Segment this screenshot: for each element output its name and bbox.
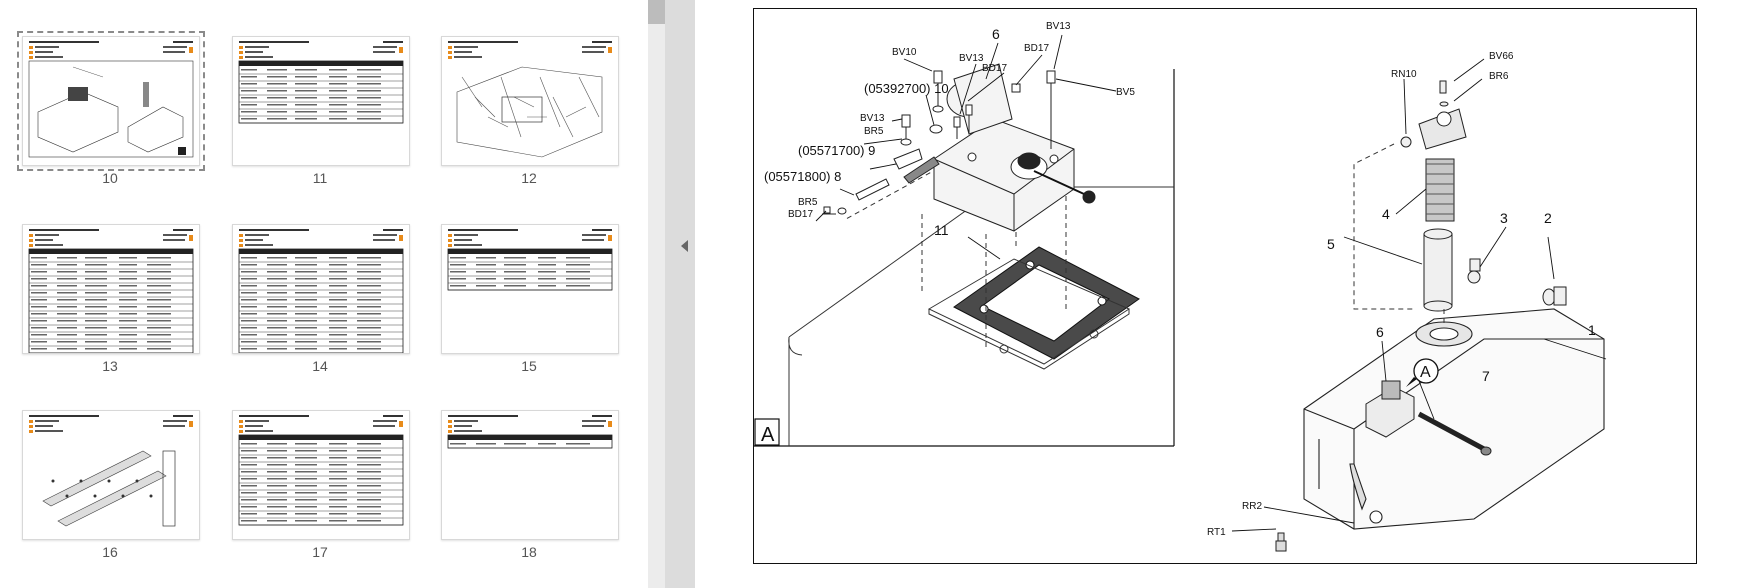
label-9: (05571700) 9: [798, 143, 875, 158]
label-4: 4: [1382, 206, 1390, 222]
label-11: 11: [934, 222, 949, 238]
page-thumbnail[interactable]: [232, 410, 410, 540]
assembly-guides-right: [1353, 143, 1445, 327]
leader-lines-inset: [815, 34, 1117, 260]
valve-body-part-6: [933, 63, 1096, 232]
label-7: 7: [1482, 368, 1490, 384]
label-bv13-top: BV13: [1046, 21, 1071, 32]
gasket-part-11: [953, 246, 1140, 360]
label-bd17-a: BD17: [982, 63, 1007, 74]
drain-plug: [1275, 532, 1287, 552]
label-bd17-c: BD17: [788, 209, 813, 220]
callout-a: A: [1406, 358, 1439, 387]
page-number-label: 17: [312, 544, 328, 560]
exploded-parts-drawing: A: [754, 21, 1607, 552]
page-number-label: 13: [102, 358, 118, 374]
base-plate: [927, 258, 1131, 370]
label-bd17-b: BD17: [1024, 43, 1049, 54]
thumbnail-preview: [238, 415, 404, 526]
label-bv10: BV10: [892, 47, 917, 58]
callout-a-letter: A: [1420, 364, 1431, 381]
page-thumbnail[interactable]: [17, 31, 205, 171]
thumbnail-preview: [447, 229, 613, 291]
fasteners-inset: [823, 70, 1056, 215]
thumbnail-scrollbar[interactable]: [648, 0, 665, 588]
thumbnail-preview: [238, 229, 404, 353]
label-bv13-left: BV13: [860, 113, 885, 124]
page-thumbnail[interactable]: [232, 224, 410, 354]
leader-lines-right: [1231, 58, 1607, 532]
label-rt1: RT1: [1207, 527, 1226, 538]
page-thumbnail[interactable]: [22, 410, 200, 540]
thumbnail-panel: 10 11 12 13 14 15 16 17 18: [0, 0, 648, 588]
document-page: A: [753, 8, 1697, 564]
thumbnail-preview: [238, 41, 404, 124]
page-number-label: 14: [312, 358, 328, 374]
main-labels: BV66 RN10 BR6 4 5 3 2 1 6 7 RR2 RT1: [1207, 51, 1596, 538]
label-5: 5: [1327, 236, 1335, 252]
thumbnail-preview: [28, 41, 194, 158]
fuel-tank-part-1: [1303, 308, 1605, 530]
page-number-label: 15: [521, 358, 537, 374]
label-10: (05392700) 10: [864, 81, 949, 96]
page-number-label: 10: [102, 170, 118, 186]
label-3: 3: [1500, 210, 1508, 226]
page-thumbnail[interactable]: [441, 224, 619, 354]
label-bv66: BV66: [1489, 51, 1514, 62]
label-8: (05571800) 8: [764, 169, 841, 184]
label-br5-a: BR5: [864, 126, 884, 137]
thumbnail-preview: [448, 41, 612, 158]
page-thumbnail[interactable]: [441, 410, 619, 540]
page-number-label: 12: [521, 170, 537, 186]
page-thumbnail[interactable]: [441, 36, 619, 166]
label-6a: 6: [992, 26, 1000, 42]
thumbnail-scrollbar-thumb[interactable]: [648, 0, 665, 24]
label-rr2: RR2: [1242, 501, 1262, 512]
label-bv13-mid: BV13: [959, 53, 984, 64]
page-number-label: 11: [312, 170, 328, 186]
thumbnail-preview: [28, 229, 194, 353]
label-br5-b: BR5: [798, 197, 818, 208]
valve-assembly-part-6b: [1365, 380, 1492, 456]
inset-frame: A: [754, 69, 1175, 447]
collapse-panel-arrow-icon[interactable]: [681, 240, 688, 252]
thumbnail-preview: [447, 415, 613, 449]
label-2: 2: [1544, 210, 1552, 226]
page-number-label: 18: [521, 544, 537, 560]
filter-assembly: [1400, 80, 1567, 312]
inset-labels: 6 BV13 BV10 BV13 BD17 BD17 BV5 (05392700…: [764, 21, 1135, 238]
label-br6: BR6: [1489, 71, 1509, 82]
page-thumbnail[interactable]: [22, 224, 200, 354]
label-bv5: BV5: [1116, 87, 1135, 98]
page-number-label: 16: [102, 544, 118, 560]
label-6b: 6: [1376, 324, 1384, 340]
panel-splitter[interactable]: [665, 0, 695, 588]
page-thumbnail[interactable]: [232, 36, 410, 166]
thumbnail-preview: [29, 415, 193, 527]
label-rn10: RN10: [1391, 69, 1417, 80]
inset-letter: A: [761, 424, 775, 446]
label-1: 1: [1588, 322, 1596, 338]
